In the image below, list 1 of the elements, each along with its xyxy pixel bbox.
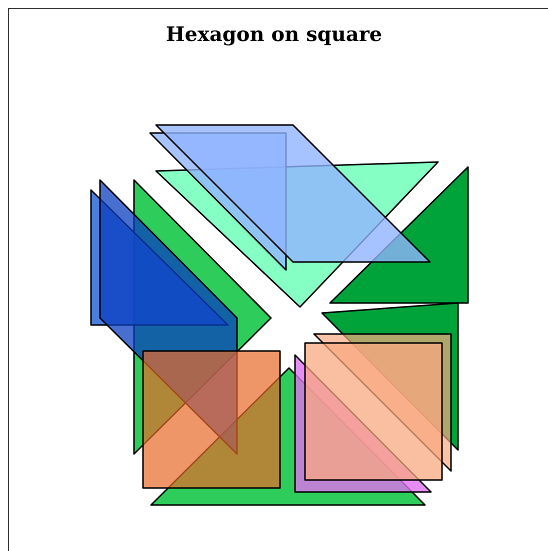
title: Hexagon on square bbox=[164, 22, 384, 46]
